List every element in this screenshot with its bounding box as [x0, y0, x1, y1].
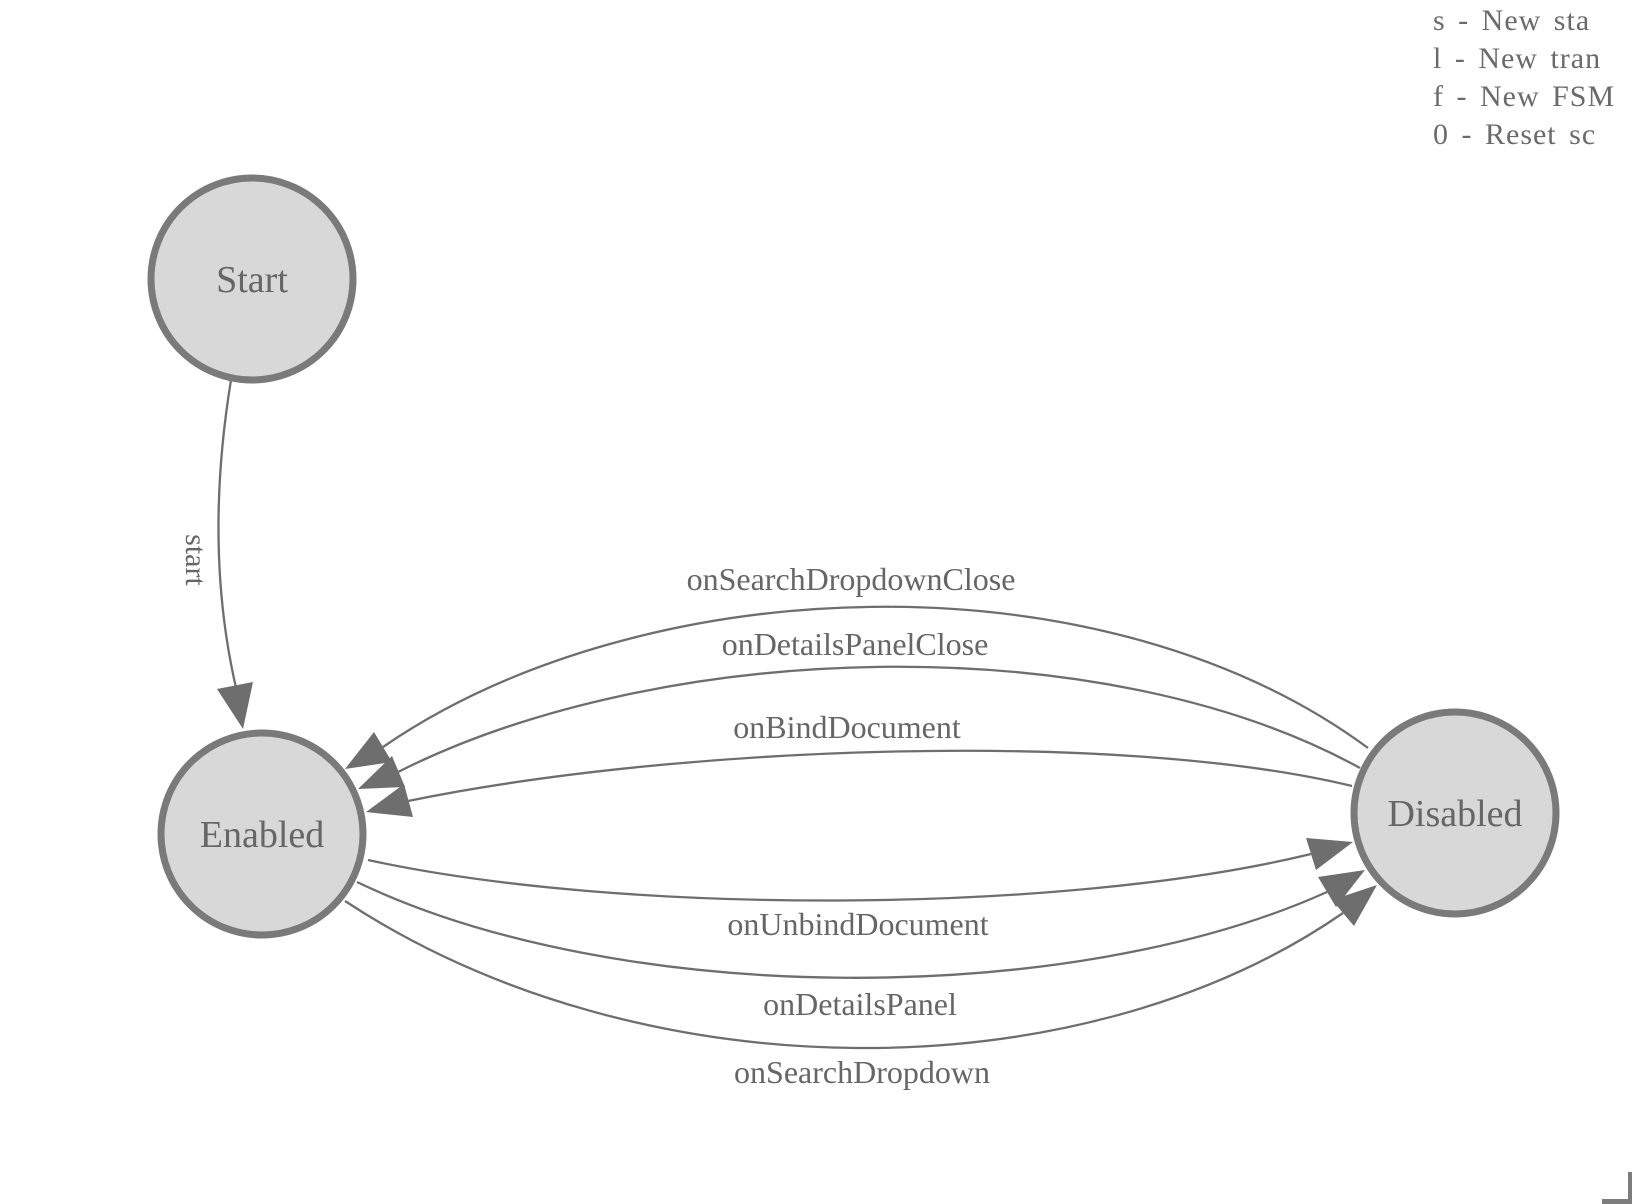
edge-enabled-to-disabled-2[interactable] [344, 900, 1344, 1050]
arrowhead-start-to-enabled [217, 682, 253, 729]
edge-enabled-to-disabled-1[interactable] [356, 880, 1328, 979]
arrowhead-disabled-to-enabled-1 [358, 756, 405, 789]
edge-label-onBindDocument: onBindDocument [733, 709, 961, 745]
edge-label-onSearchDropdownClose: onSearchDropdownClose [687, 561, 1016, 597]
edge-label-onDetailsPanel: onDetailsPanel [763, 986, 957, 1022]
state-label-disabled: Disabled [1387, 793, 1522, 835]
shortcut-legend: s - New sta l - New tran f - New FSM 0 -… [1433, 0, 1615, 154]
shortcut-new-transition: l - New tran [1433, 42, 1602, 75]
edge-disabled-to-enabled-1[interactable] [397, 665, 1361, 774]
corner-overlay-vertical [1628, 1172, 1632, 1204]
arrowhead-disabled-to-enabled-2 [366, 784, 413, 817]
arrowhead-enabled-to-disabled-2 [1332, 885, 1377, 926]
arrowhead-enabled-to-disabled-0 [1306, 838, 1353, 870]
corner-overlay-horizontal [1602, 1199, 1632, 1204]
arrowhead-disabled-to-enabled-0 [345, 732, 392, 769]
shortcut-new-state: s - New sta [1433, 4, 1591, 37]
state-node-start[interactable] [147, 174, 357, 384]
shortcut-new-fsm: f - New FSM [1433, 80, 1616, 113]
shortcut-reset: 0 - Reset sc [1433, 118, 1597, 151]
state-node-enabled[interactable] [157, 729, 367, 939]
edge-disabled-to-enabled-0[interactable] [382, 605, 1369, 749]
edge-start-to-enabled[interactable] [217, 379, 239, 693]
edge-label-onUnbindDocument: onUnbindDocument [727, 906, 988, 942]
edge-label-start: start [179, 534, 212, 586]
state-label-start: Start [216, 259, 288, 301]
edge-label-onSearchDropdown: onSearchDropdown [734, 1054, 990, 1090]
edge-label-onDetailsPanelClose: onDetailsPanelClose [722, 626, 989, 662]
arrowhead-enabled-to-disabled-1 [1318, 870, 1365, 907]
state-label-enabled: Enabled [200, 814, 325, 856]
edge-disabled-to-enabled-2[interactable] [407, 749, 1353, 803]
state-node-disabled[interactable] [1350, 708, 1560, 918]
edge-enabled-to-disabled-0[interactable] [367, 852, 1312, 902]
